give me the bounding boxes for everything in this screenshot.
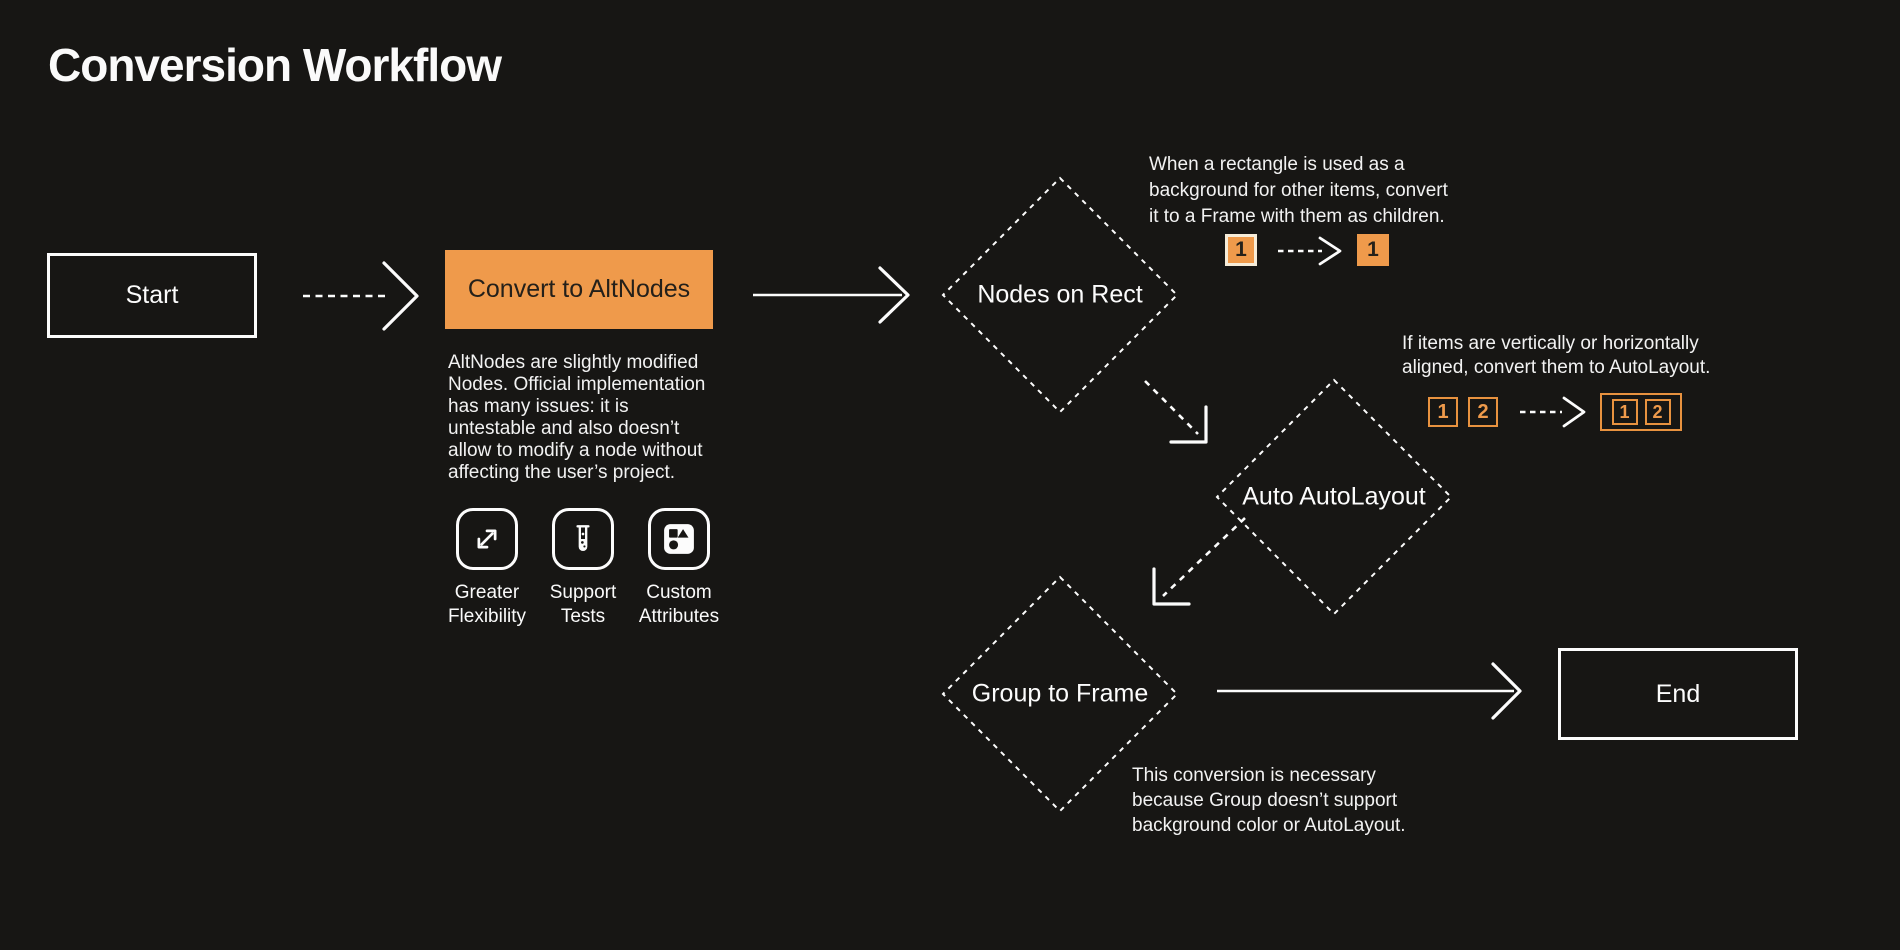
chip-item-1: 1 xyxy=(1611,399,1638,425)
feature-greater-flexibility: Greater Flexibility xyxy=(440,508,534,629)
dashed-arrow-nodesrect-to-auto xyxy=(1144,380,1199,435)
auto-autolayout-node: Auto AutoLayout xyxy=(1242,482,1426,511)
nodes-on-rect-node: Nodes on Rect xyxy=(977,280,1143,309)
chip-item-2: 2 xyxy=(1644,399,1671,425)
feature-label: Custom Attributes xyxy=(638,582,720,627)
feature-label: Greater Flexibility xyxy=(447,582,527,627)
arrowhead-start-to-convert xyxy=(382,261,419,331)
chip-rect-before: 1 xyxy=(1225,234,1257,266)
feature-label: Support Tests xyxy=(549,582,617,627)
rect-to-frame-annotation: When a rectangle is used as a background… xyxy=(1149,154,1448,227)
convert-to-altnodes-node: Convert to AltNodes xyxy=(445,250,713,329)
convert-node-label: Convert to AltNodes xyxy=(467,275,691,303)
chip-item-1: 1 xyxy=(1428,397,1458,427)
arrowhead-convert-to-nodesrect xyxy=(878,266,910,324)
autolayout-annotation: If items are vertically or horizontally … xyxy=(1402,333,1711,378)
altnodes-note: AltNodes are slightly modified Nodes. Of… xyxy=(448,352,706,483)
feature-support-tests: Support Tests xyxy=(536,508,630,629)
test-tube-icon xyxy=(552,508,614,570)
shapes-icon xyxy=(648,508,710,570)
expand-arrows-icon xyxy=(456,508,518,570)
arrowhead-group-to-end xyxy=(1491,662,1522,720)
dashed-arrow-auto-to-group xyxy=(1162,517,1246,597)
page-title: Conversion Workflow xyxy=(48,39,502,91)
chip-item-2: 2 xyxy=(1468,397,1498,427)
feature-custom-attributes: Custom Attributes xyxy=(632,508,726,629)
chip-frame-after: 1 xyxy=(1357,234,1389,266)
arrowhead-auto-to-group xyxy=(1152,567,1191,606)
autolayout-group-chip: 1 2 xyxy=(1600,393,1682,431)
end-node: End xyxy=(1558,648,1798,740)
end-node-label: End xyxy=(1655,679,1701,708)
start-node-label: Start xyxy=(125,281,179,309)
arrowhead-chip-rect xyxy=(1318,236,1342,266)
arrowhead-nodesrect-to-auto xyxy=(1169,405,1208,444)
altnodes-features-row: Greater Flexibility Support Tests Custom… xyxy=(440,508,726,629)
start-node: Start xyxy=(47,253,257,338)
group-to-frame-annotation: This conversion is necessary because Gro… xyxy=(1132,765,1406,836)
arrowhead-chip-auto xyxy=(1562,396,1586,428)
group-to-frame-node: Group to Frame xyxy=(971,679,1149,708)
